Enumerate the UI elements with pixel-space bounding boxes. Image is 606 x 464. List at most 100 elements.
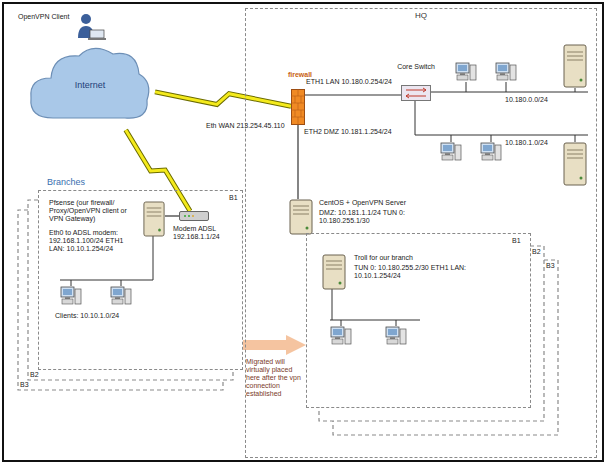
- lan-link: [305, 95, 401, 96]
- branch-stacks: [18, 200, 558, 435]
- switch-icon: [401, 85, 431, 101]
- server-icon: [289, 199, 313, 235]
- drawing-part: [330, 320, 420, 321]
- subnet-label: 10.180.0.0/24: [505, 96, 560, 104]
- branch-router: Troll for our branchTUN 0: 10.180.255.2/…: [322, 252, 512, 296]
- drawing-part: [290, 200, 312, 234]
- node-label: firewall: [283, 71, 317, 79]
- core-switch: Core Switch: [389, 63, 443, 103]
- drawing-part: [291, 89, 305, 125]
- branch-number: B3: [20, 381, 32, 389]
- drawing-part: [386, 327, 406, 344]
- drawing-part: [298, 117, 299, 125]
- drawing-part: [575, 135, 576, 142]
- drawing-part: [293, 210, 309, 211]
- node-label: Branches: [47, 177, 127, 187]
- link-line: [305, 94, 401, 95]
- link-line: [165, 215, 179, 216]
- branches-region: BranchesB1Pfsense (our firewall/ Proxy/O…: [38, 190, 243, 370]
- drawing-part: [71, 280, 72, 286]
- migrated-branch-region: B1Troll for our branchTUN 0: 10.180.255.…: [306, 233, 531, 408]
- drawing-part: [564, 45, 586, 87]
- drawing-part: [88, 38, 106, 40]
- node-label: Troll for our branch: [354, 254, 504, 262]
- migration-note: Migrated will virtually placed here afte…: [246, 358, 303, 398]
- node-label: TUN 0: 10.180.255.2/30 ETH1 LAN: 10.10.1…: [354, 264, 504, 280]
- drawing-part: [143, 201, 165, 237]
- drawing-part: [401, 85, 431, 101]
- drawing-part: [506, 82, 507, 92]
- lan-wires: [60, 82, 588, 326]
- drawing-part: [111, 287, 131, 304]
- drawing-part: [179, 211, 209, 221]
- drawing-part: [326, 261, 342, 262]
- bolt-fill: [155, 92, 291, 106]
- interface-label: Eth WAN 213.254.45.110: [206, 122, 292, 130]
- drawing-part: [491, 135, 492, 142]
- server-icon: [322, 254, 346, 290]
- subnet-label: Clients: 10.10.1.0/24: [55, 312, 145, 320]
- wan-link: [126, 130, 190, 211]
- drawing-part: [147, 216, 162, 217]
- node-label: HQ: [246, 11, 596, 20]
- firewall-icon: [291, 89, 305, 125]
- drawing-part: [564, 143, 586, 185]
- drawing-part: [456, 63, 476, 80]
- drawing-part: [147, 212, 162, 213]
- drawing-part: [466, 82, 467, 92]
- drawing-part: [153, 236, 154, 280]
- internet-cloud: Internet: [25, 40, 155, 130]
- drawing-part: [180, 212, 209, 221]
- node-label: Pfsense (our firewall/ Proxy/OpenVPN cli…: [49, 199, 137, 223]
- pfsense-gateway: Pfsense (our firewall/ Proxy/OpenVPN cli…: [49, 199, 167, 261]
- drawing-part: [301, 110, 302, 117]
- drawing-part: [295, 110, 296, 117]
- vpn-client-person: [78, 14, 106, 40]
- drawing-part: [339, 282, 342, 285]
- branch-number: B3: [546, 262, 558, 270]
- drawing-part: [323, 255, 345, 289]
- drawing-part: [292, 90, 305, 125]
- bolt-outline: [126, 130, 190, 211]
- node-label: Eth0 to ADSL modem: 192.168.1.100/24 ETH…: [49, 229, 137, 253]
- hq-region: HQ firewall Core SwitchCentOS + OpenVPN Se…: [245, 8, 597, 458]
- branch-number: B2: [532, 248, 544, 256]
- drawing-part: [192, 215, 194, 217]
- node-label: Internet: [25, 80, 155, 90]
- node-label: B1: [512, 237, 528, 245]
- openvpn-server: CentOS + OpenVPN ServerDMZ: 10.181.1.1/2…: [287, 197, 437, 241]
- branch-number: B2: [30, 371, 42, 379]
- drawing-part: [406, 94, 409, 98]
- drawing-part: [293, 214, 309, 215]
- drawing-part: [423, 88, 426, 92]
- drawing-part: [402, 86, 431, 101]
- drawing-part: [298, 103, 299, 110]
- drawing-part: [415, 100, 588, 135]
- drawing-part: [332, 288, 333, 320]
- adsl-modem: Modem ADSL 192.168.1.1/24: [173, 207, 237, 247]
- arrow-shaft: [243, 340, 292, 350]
- drawing-part: [306, 227, 309, 230]
- drawing-part: [575, 88, 576, 92]
- drawing-part: [496, 63, 516, 80]
- drawing-part: [341, 320, 342, 326]
- server-icon: [143, 201, 165, 237]
- drawing-part: [301, 96, 302, 103]
- drawing-part: [298, 89, 299, 96]
- drawing-part: [406, 88, 426, 98]
- drawing-part: [121, 280, 122, 286]
- drawing-part: [188, 215, 190, 217]
- drawing-part: [184, 215, 186, 217]
- link-line: [297, 125, 298, 199]
- drawing-part: [430, 92, 588, 93]
- drawing-part: [406, 96, 426, 97]
- node-label: B1: [229, 194, 241, 202]
- bolt-fill: [126, 130, 190, 211]
- drawing-part: [147, 208, 162, 209]
- bolt-outline: [155, 92, 291, 106]
- drawing-part: [326, 265, 342, 266]
- subnet-label: 10.180.1.0/24: [505, 139, 560, 147]
- drawing-part: [331, 327, 351, 344]
- node-label: Modem ADSL 192.168.1.1/24: [173, 225, 237, 241]
